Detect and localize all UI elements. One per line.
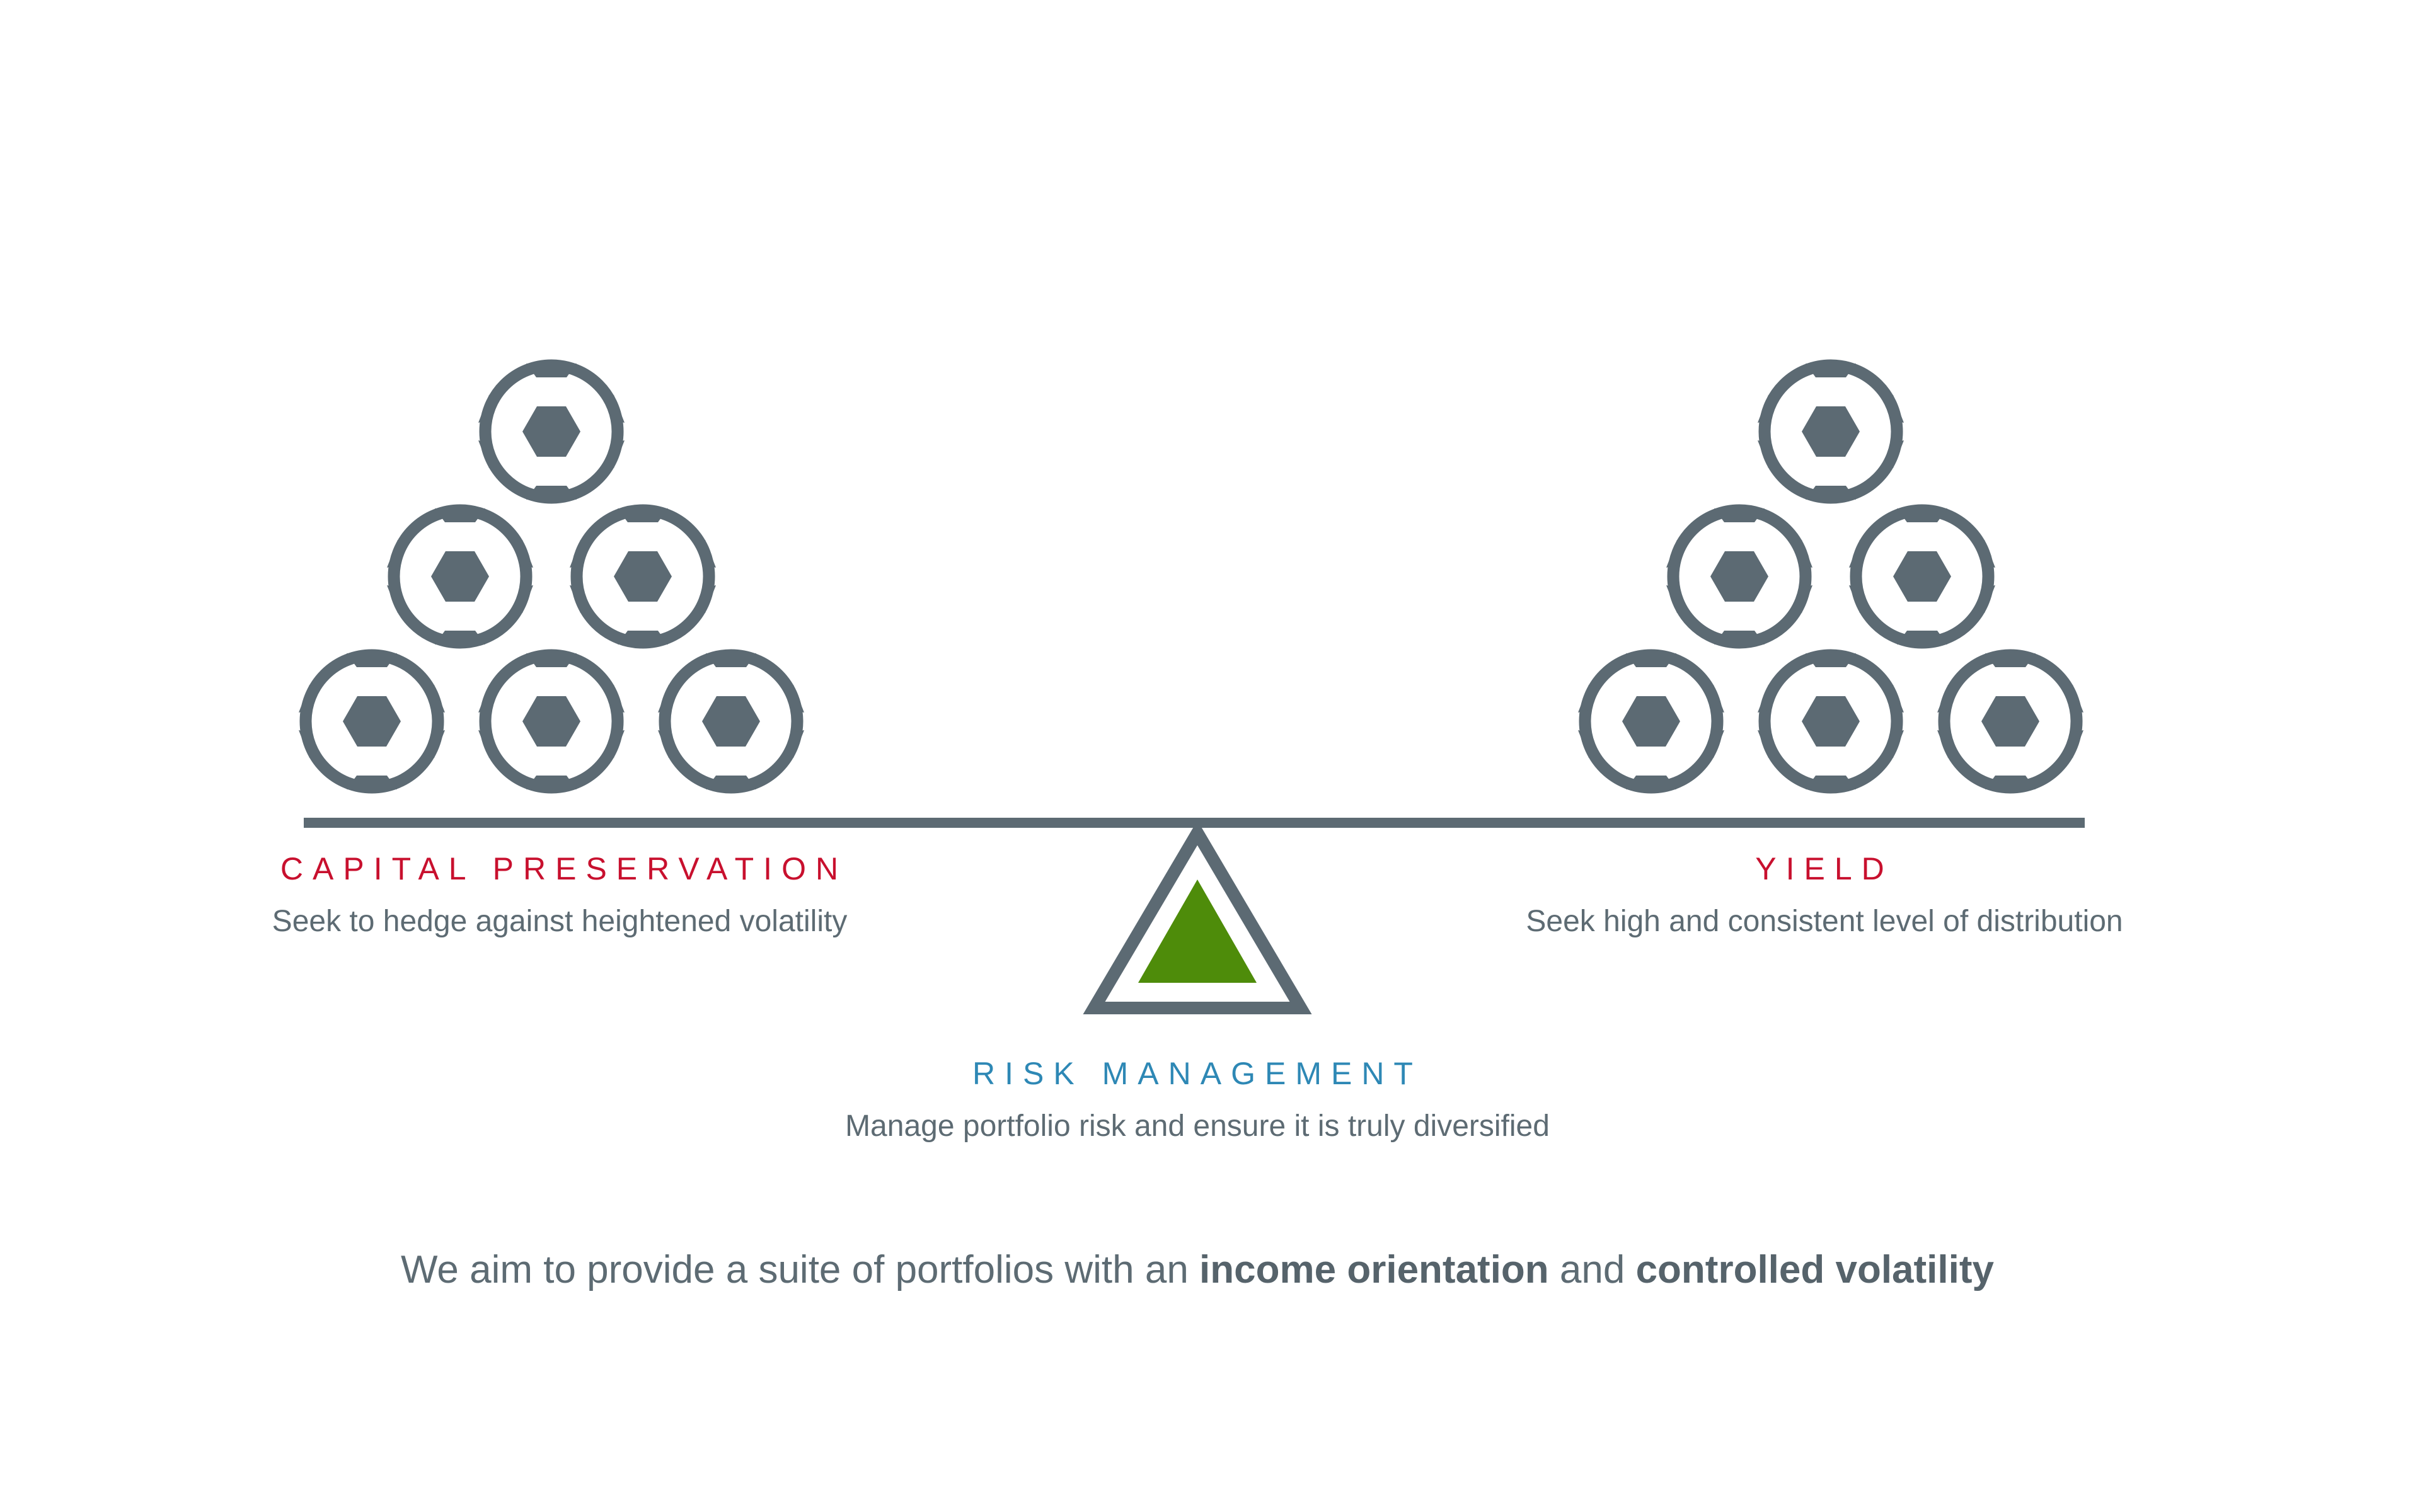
soccer-ball-icon <box>299 653 445 789</box>
soccer-ball-icon <box>478 653 625 789</box>
soccer-ball-icon <box>1758 364 1904 500</box>
left-ball-stack <box>299 364 804 789</box>
soccer-ball-icon <box>1849 508 1995 644</box>
tagline-middle: and <box>1548 1248 1636 1292</box>
soccer-ball-icon <box>1937 653 2083 789</box>
soccer-ball-icon <box>478 364 625 500</box>
soccer-ball-icon <box>658 653 804 789</box>
balance-beam <box>304 818 2085 828</box>
tagline-bold-volatility: controlled volatility <box>1635 1248 1994 1292</box>
right-ball-stack <box>1578 364 2083 789</box>
tagline-prefix: We aim to provide a suite of portfolios … <box>401 1248 1200 1292</box>
soccer-ball-icon <box>1578 653 1724 789</box>
soccer-ball-icon <box>1758 653 1904 789</box>
triangle-fulcrum-icon <box>1083 820 1312 1014</box>
soccer-ball-icon <box>1666 508 1812 644</box>
fulcrum-green-triangle <box>1138 879 1257 983</box>
tagline-bold-income: income orientation <box>1199 1248 1549 1292</box>
right-heading: YIELD <box>1755 851 1894 886</box>
center-description: Manage portfolio risk and ensure it is t… <box>845 1109 1550 1143</box>
tagline: We aim to provide a suite of portfolios … <box>401 1247 1994 1292</box>
soccer-ball-icon <box>387 508 533 644</box>
soccer-ball-icon <box>570 508 716 644</box>
center-heading: RISK MANAGEMENT <box>972 1056 1422 1091</box>
right-description: Seek high and consistent level of distri… <box>1526 905 2123 938</box>
left-description: Seek to hedge against heightened volatil… <box>272 905 848 938</box>
left-heading: CAPITAL PRESERVATION <box>280 851 848 886</box>
